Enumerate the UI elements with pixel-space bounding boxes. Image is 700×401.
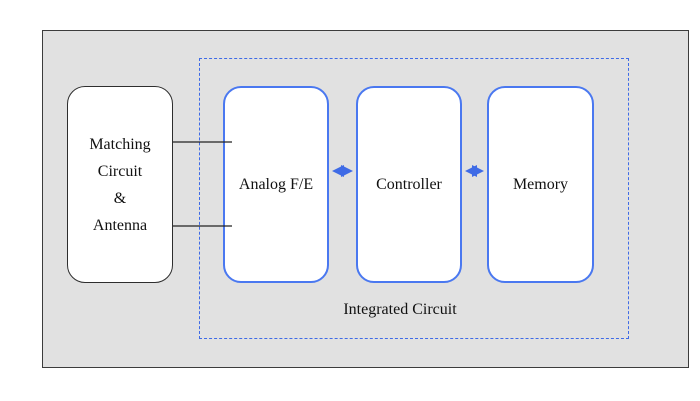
- matching-circuit-antenna-block: Matching Circuit & Antenna: [67, 86, 173, 283]
- matching-circuit-antenna-label: Matching Circuit & Antenna: [89, 135, 151, 234]
- analog-fe-label: Analog F/E: [238, 176, 314, 193]
- integrated-circuit-boundary: [199, 58, 629, 339]
- controller-block: Controller: [356, 86, 462, 283]
- memory-block: Memory: [487, 86, 594, 283]
- analog-fe-block: Analog F/E: [223, 86, 329, 283]
- controller-label: Controller: [376, 176, 442, 193]
- integrated-circuit-label: Integrated Circuit: [343, 301, 457, 318]
- memory-label: Memory: [512, 176, 569, 193]
